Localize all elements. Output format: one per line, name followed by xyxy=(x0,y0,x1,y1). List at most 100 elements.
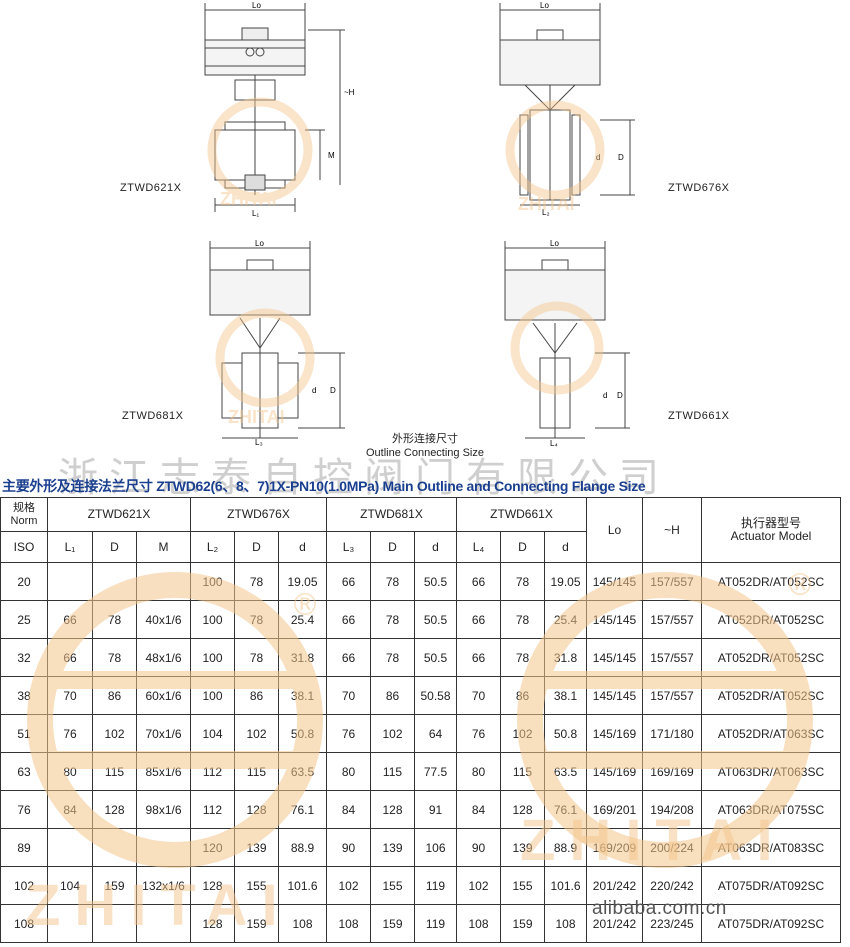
table-cell: 101.6 xyxy=(544,866,587,905)
table-cell: 102 xyxy=(0,866,48,905)
caption-en: Outline Connecting Size xyxy=(365,447,484,459)
dim-l3-label: L₃ xyxy=(255,438,263,447)
table-cell: 85x1/6 xyxy=(136,752,191,791)
table-cell: 145/145 xyxy=(586,600,643,639)
table-cell: 100 xyxy=(190,676,235,715)
table-cell: 63.5 xyxy=(544,752,587,791)
table-cell: 100 xyxy=(190,600,235,639)
subheader-cell: L₃ xyxy=(326,531,371,563)
dim-d-label: d xyxy=(603,391,607,400)
table-cell: 100 xyxy=(190,638,235,677)
table-cell: AT052DR/AT052SC xyxy=(701,600,841,639)
table-cell: 84 xyxy=(456,790,501,829)
table-cell: 145/145 xyxy=(586,562,643,601)
table-cell: 90 xyxy=(326,828,371,867)
table-cell: 66 xyxy=(326,562,371,601)
table-cell: 155 xyxy=(500,866,545,905)
subheader-cell: L₄ xyxy=(456,531,501,563)
table-cell: 25 xyxy=(0,600,48,639)
model-label-681x: ZTWD681X xyxy=(122,410,184,422)
table-cell: 115 xyxy=(234,752,279,791)
table-cell: 106 xyxy=(414,828,457,867)
dim-lo-label: Lo xyxy=(255,239,264,248)
table-cell: 145/169 xyxy=(586,714,643,753)
table-cell: 139 xyxy=(370,828,415,867)
table-cell xyxy=(136,828,191,867)
table-cell: 77.5 xyxy=(414,752,457,791)
table-cell xyxy=(47,828,93,867)
table-cell: 78 xyxy=(500,562,545,601)
subheader-cell: D xyxy=(234,531,279,563)
table-cell: 139 xyxy=(500,828,545,867)
group-header-676x: ZTWD676X xyxy=(190,497,327,532)
table-cell: 76 xyxy=(326,714,371,753)
table-cell: 100 xyxy=(190,562,235,601)
table-cell: 20 xyxy=(0,562,48,601)
table-cell: 120 xyxy=(190,828,235,867)
logo-brand-text: ZHITAI xyxy=(220,189,277,209)
table-cell: 90 xyxy=(456,828,501,867)
table-cell: 78 xyxy=(500,600,545,639)
table-cell: 169/201 xyxy=(586,790,643,829)
table-cell xyxy=(92,904,137,943)
table-cell: 64 xyxy=(414,714,457,753)
table-cell: 159 xyxy=(500,904,545,943)
dim-m-label: M xyxy=(328,151,335,160)
table-cell: 119 xyxy=(414,866,457,905)
valve-drawing-621x: Lo ~H M L₁ ZHITAI xyxy=(204,1,355,218)
table-cell: 50.5 xyxy=(414,600,457,639)
table-cell: 128 xyxy=(234,790,279,829)
table-cell: 66 xyxy=(326,638,371,677)
logo-brand-text: ZHITAI xyxy=(228,407,285,427)
table-cell: 66 xyxy=(456,600,501,639)
table-cell: 80 xyxy=(326,752,371,791)
table-cell: 88.9 xyxy=(544,828,587,867)
actuator-header: 执行器型号 Actuator Model xyxy=(701,497,841,563)
table-cell: 89 xyxy=(0,828,48,867)
table-cell xyxy=(92,828,137,867)
table-cell: 50.5 xyxy=(414,562,457,601)
dim-d-outer-label: D xyxy=(330,386,336,395)
table-cell: 128 xyxy=(500,790,545,829)
zhitai-logo-watermark: ZHITAI xyxy=(505,100,605,214)
table-cell: 31.8 xyxy=(278,638,327,677)
table-cell: 70x1/6 xyxy=(136,714,191,753)
table-cell: 78 xyxy=(234,638,279,677)
table-cell: 32 xyxy=(0,638,48,677)
table-cell: 102 xyxy=(234,714,279,753)
table-cell: AT052DR/AT063SC xyxy=(701,714,841,753)
table-cell: 102 xyxy=(456,866,501,905)
table-cell xyxy=(92,562,137,601)
table-cell: AT052DR/AT052SC xyxy=(701,562,841,601)
table-cell: 51 xyxy=(0,714,48,753)
table-cell: 128 xyxy=(190,904,235,943)
table-cell: 76.1 xyxy=(278,790,327,829)
group-header-621x: ZTWD621X xyxy=(47,497,191,532)
table-cell: 70 xyxy=(47,676,93,715)
table-cell: 70 xyxy=(456,676,501,715)
group-header-661x: ZTWD661X xyxy=(456,497,587,532)
table-cell: 159 xyxy=(234,904,279,943)
norm-header: 规格 Norm xyxy=(0,497,48,532)
table-cell: 86 xyxy=(234,676,279,715)
table-cell: 60x1/6 xyxy=(136,676,191,715)
table-cell: 91 xyxy=(414,790,457,829)
zhitai-logo-watermark: ZHITAI xyxy=(207,97,313,209)
table-cell: 38.1 xyxy=(278,676,327,715)
table-cell: 63.5 xyxy=(278,752,327,791)
table-cell xyxy=(47,562,93,601)
table-cell: 38.1 xyxy=(544,676,587,715)
table-cell: 38 xyxy=(0,676,48,715)
table-cell: 194/208 xyxy=(642,790,702,829)
dim-lo-label: Lo xyxy=(540,1,549,10)
table-cell: 76 xyxy=(47,714,93,753)
subheader-cell: D xyxy=(370,531,415,563)
h-header: ~H xyxy=(642,497,702,563)
table-cell: 78 xyxy=(500,638,545,677)
